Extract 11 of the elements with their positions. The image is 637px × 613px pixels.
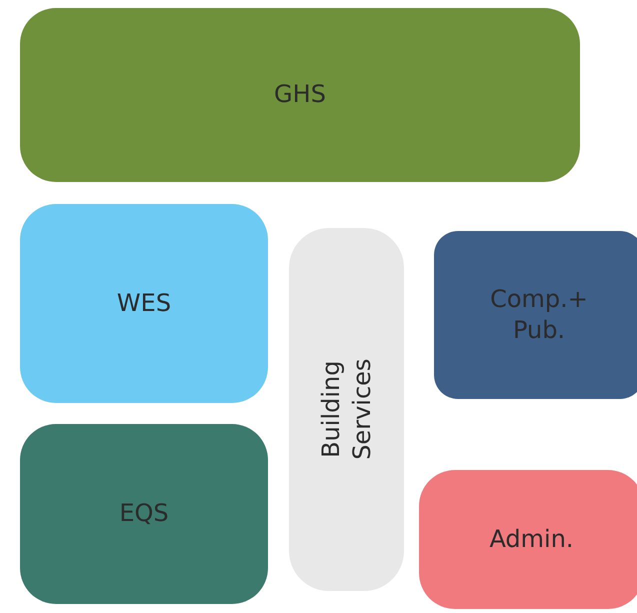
department-label: EQS — [119, 498, 169, 530]
department-box — [20, 204, 268, 403]
department-label: Comp.+ Pub. — [489, 284, 589, 346]
department-label: Admin. — [489, 524, 574, 555]
department-label: Building Services — [315, 358, 376, 462]
department-box — [20, 424, 268, 604]
department-box — [434, 231, 637, 399]
department-label: WES — [116, 288, 172, 319]
department-box — [419, 470, 637, 609]
department-label: GHS — [274, 79, 326, 110]
department-box — [20, 8, 580, 182]
